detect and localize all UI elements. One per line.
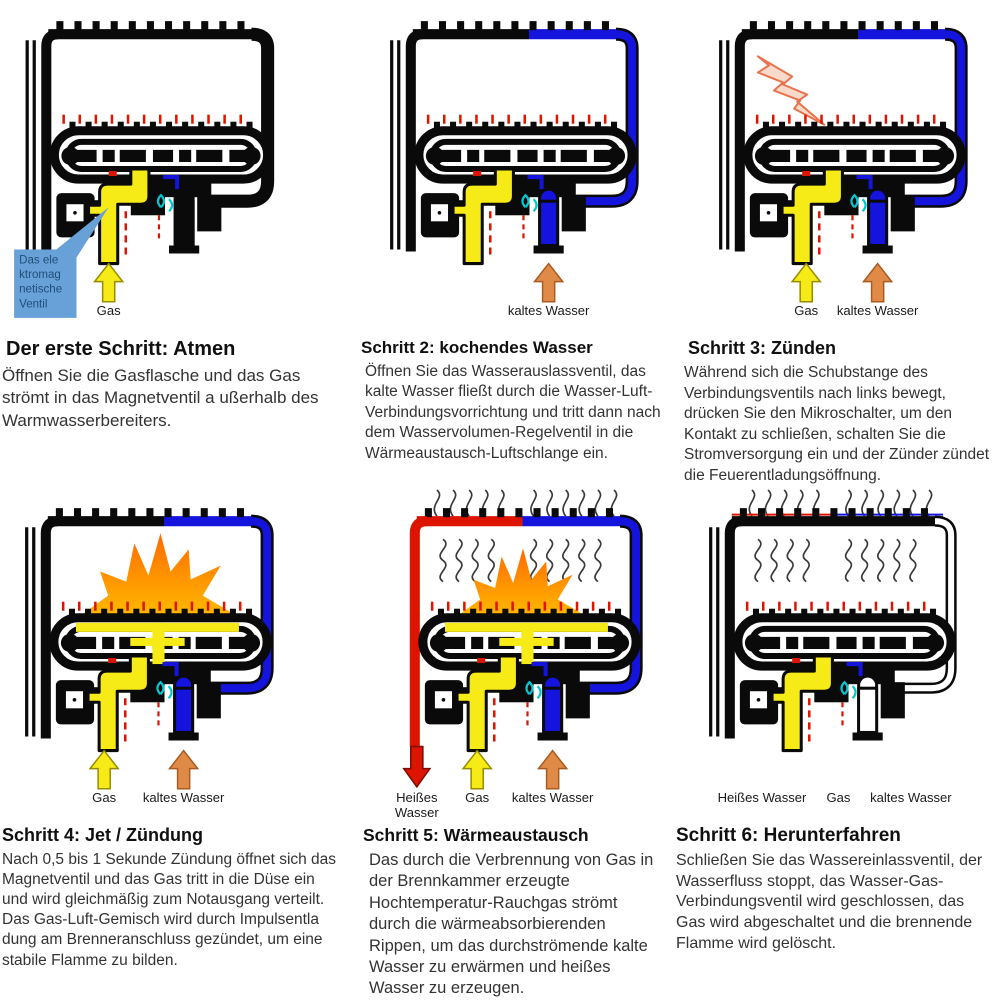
steam-curl — [594, 489, 602, 517]
panel-step-6: Heißes Wasser Gas kaltes Wasser Schritt 6:… — [670, 487, 1000, 1000]
flow-label: kaltes Wasser — [512, 790, 594, 805]
gas-arrow — [88, 749, 120, 790]
cold-water-arrow — [532, 262, 565, 303]
steam-curl — [439, 538, 447, 583]
flow-label: Heißes Wasser — [718, 790, 807, 805]
step-body: Schließen Sie das Wassereinlassventil, d… — [676, 851, 983, 952]
gas-pipe — [87, 167, 151, 266]
steam-curl — [594, 538, 602, 583]
steam-curl — [909, 489, 917, 517]
flame — [457, 548, 586, 625]
steam-curl — [754, 538, 762, 583]
step-heading: Schritt 5: Wärmeaustausch — [363, 824, 589, 845]
flow-label: Gas — [794, 303, 818, 318]
steam-curl — [844, 538, 853, 583]
steam-curl — [893, 538, 901, 583]
heater-diagram-step-4: Gas kaltes Wasser — [25, 507, 274, 805]
steam-curl — [562, 489, 570, 517]
steam-curl — [860, 538, 869, 583]
water-pipe — [867, 199, 889, 247]
callout-line: ktromag — [19, 269, 61, 281]
water-pipe — [538, 199, 560, 247]
step-body: Während sich die Schubstange des Verbind… — [684, 364, 990, 485]
flow-label: Gas — [465, 790, 489, 805]
flow-label: Gas — [92, 790, 116, 805]
steam-curl — [529, 538, 538, 583]
steam-curl — [471, 538, 479, 583]
steam-curl — [770, 538, 778, 583]
steam-curl — [893, 489, 901, 517]
step-heading: Schritt 3: Zünden — [688, 338, 836, 358]
callout-box — [14, 249, 77, 318]
panel-step-2: kaltes Wasser Schritt 2: kochendes Wasse… — [345, 0, 670, 487]
steam-curl — [578, 489, 586, 517]
steam-curl — [562, 538, 570, 583]
flame — [80, 533, 237, 626]
steam-curl — [909, 538, 917, 583]
step-heading: Schritt 4: Jet / Zündung — [2, 824, 203, 845]
steam-curl — [449, 489, 457, 517]
steam-curl — [455, 538, 463, 583]
flow-label: Heißes — [396, 790, 438, 805]
cold-water-arrow — [536, 749, 569, 790]
step-body: Nach 0,5 bis 1 Sekunde Zündung öffnet si… — [2, 850, 337, 969]
gas-pipe — [770, 654, 834, 752]
steam-curl — [861, 489, 869, 517]
gas-arrow — [461, 749, 493, 790]
flow-label: kaltes Wasser — [143, 790, 225, 805]
panel-step-4: Gas kaltes Wasser Schritt 4: Jet / Zündun… — [0, 487, 345, 1000]
step-heading: Der erste Schritt: Atmen — [6, 338, 236, 360]
steam-curl — [877, 489, 885, 517]
flow-label: kaltes Wasser — [837, 303, 919, 318]
step-body: Das durch die Verbrennung von Gas in der… — [369, 850, 654, 998]
water-pipe — [857, 686, 879, 734]
callout-line: Das ele — [19, 255, 58, 267]
steam-curl — [487, 538, 495, 583]
cold-water-arrow — [861, 262, 894, 303]
steam-curl — [546, 489, 554, 517]
callout-line: Ventil — [19, 298, 47, 310]
gas-pipe — [86, 654, 150, 752]
spark-icon — [756, 55, 826, 126]
step-body: Öffnen Sie die Gasflasche und das Gas st… — [2, 366, 319, 430]
hot-water-arrow — [402, 745, 432, 788]
flow-label: Gas — [826, 790, 850, 805]
water-pipe — [173, 199, 195, 247]
water-pipe — [173, 686, 195, 734]
heater-diagram-step-2: kaltes Wasser — [390, 21, 639, 318]
gas-pipe — [451, 167, 515, 266]
step-body: Öffnen Sie das Wasserauslassventil, das … — [365, 363, 661, 462]
steam-curl — [764, 489, 772, 517]
steam-curl — [845, 489, 852, 517]
steam-curl — [748, 489, 756, 517]
steam-curl — [530, 489, 537, 517]
steam-curl — [433, 489, 441, 517]
heater-diagram-step-6: Heißes Wasser Gas kaltes Wasser — [709, 489, 957, 805]
flow-label: Gas — [97, 303, 121, 318]
flow-label: kaltes Wasser — [870, 790, 952, 805]
callout-line: netische — [19, 284, 62, 296]
gas-pipe — [455, 654, 519, 752]
heater-diagram-step-3: Gas kaltes Wasser — [719, 21, 968, 318]
cold-water-arrow — [167, 749, 200, 790]
steam-curl — [786, 538, 794, 583]
panel-step-3: Gas kaltes Wasser Schritt 3: Zünden Währe… — [670, 0, 1000, 487]
step-heading: Schritt 2: kochendes Wasser — [361, 338, 593, 357]
steam-curl — [802, 538, 810, 583]
water-pipe — [542, 686, 564, 734]
steam-curl — [578, 538, 586, 583]
gas-arrow — [790, 262, 822, 303]
gas-arrow — [93, 262, 125, 303]
step-heading: Schritt 6: Herunterfahren — [676, 824, 901, 846]
flow-label: Wasser — [395, 805, 439, 820]
flow-label: kaltes Wasser — [508, 303, 590, 318]
gas-pipe — [780, 167, 844, 266]
steam-curl — [877, 538, 885, 583]
steam-curl — [545, 538, 554, 583]
